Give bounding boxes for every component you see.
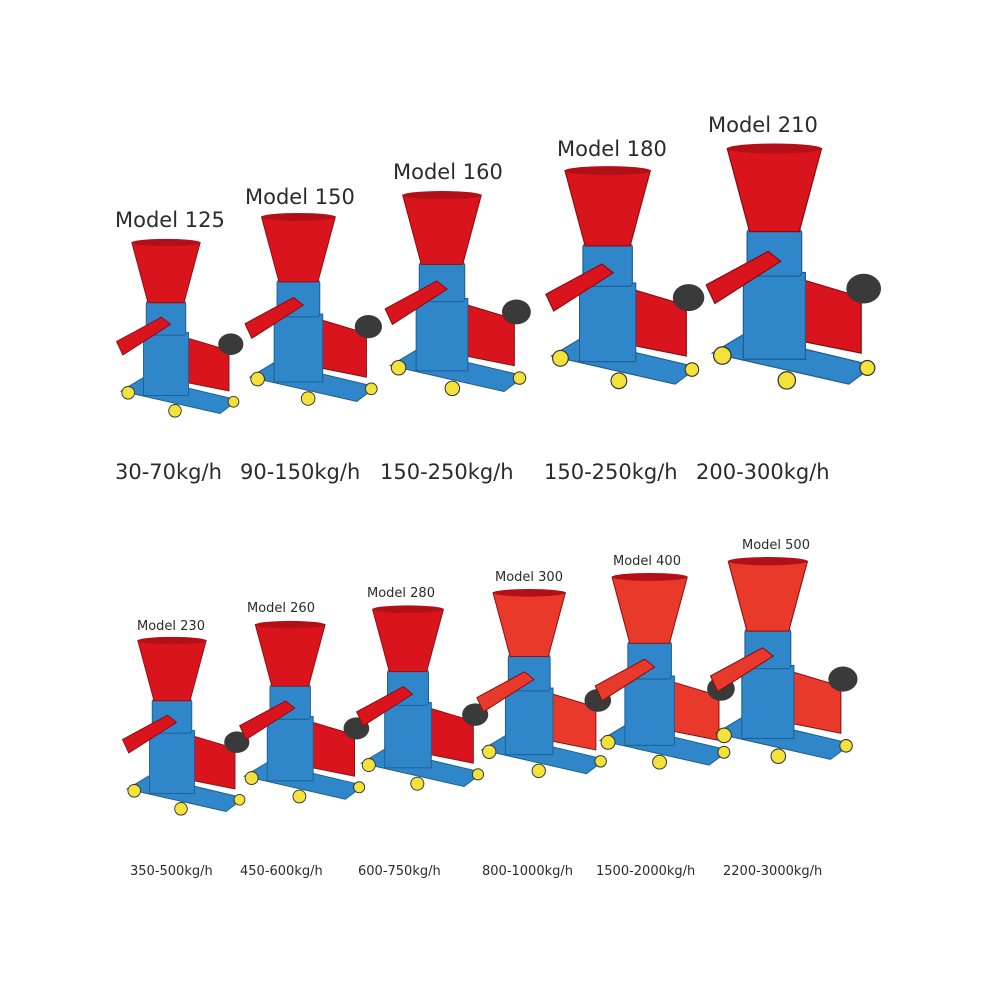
model-label: Model 160: [393, 160, 503, 184]
model-label: Model 500: [742, 538, 810, 553]
pellet-mill-machine-image: [115, 238, 244, 418]
capacity-label: 600-750kg/h: [358, 864, 441, 879]
pellet-mill-machine-image: [121, 636, 250, 816]
model-label: Model 180: [557, 137, 667, 161]
model-label: Model 300: [495, 570, 563, 585]
capacity-label: 350-500kg/h: [130, 864, 213, 879]
capacity-label: 150-250kg/h: [380, 460, 514, 484]
capacity-label: 150-250kg/h: [544, 460, 678, 484]
pellet-mill-machine-image: [594, 572, 735, 770]
model-label: Model 150: [245, 185, 355, 209]
model-label: Model 260: [247, 601, 315, 616]
capacity-label: 90-150kg/h: [240, 460, 361, 484]
model-label: Model 400: [613, 554, 681, 569]
capacity-label: 450-600kg/h: [240, 864, 323, 879]
model-label: Model 125: [115, 208, 225, 232]
pellet-mill-machine-image: [709, 557, 858, 765]
pellet-mill-machine-image: [705, 143, 882, 390]
model-label: Model 280: [367, 586, 435, 601]
capacity-label: 200-300kg/h: [696, 460, 830, 484]
pellet-mill-machine-image: [356, 605, 489, 791]
capacity-label: 800-1000kg/h: [482, 864, 573, 879]
capacity-label: 30-70kg/h: [115, 460, 222, 484]
pellet-mill-machine-image: [239, 620, 370, 804]
pellet-mill-machine-image: [545, 166, 705, 390]
pellet-mill-machine-image: [384, 191, 531, 397]
model-label: Model 210: [708, 113, 818, 137]
model-label: Model 230: [137, 619, 205, 634]
capacity-label: 1500-2000kg/h: [596, 864, 696, 879]
capacity-label: 2200-3000kg/h: [723, 864, 823, 879]
pellet-mill-machine-image: [244, 212, 382, 406]
